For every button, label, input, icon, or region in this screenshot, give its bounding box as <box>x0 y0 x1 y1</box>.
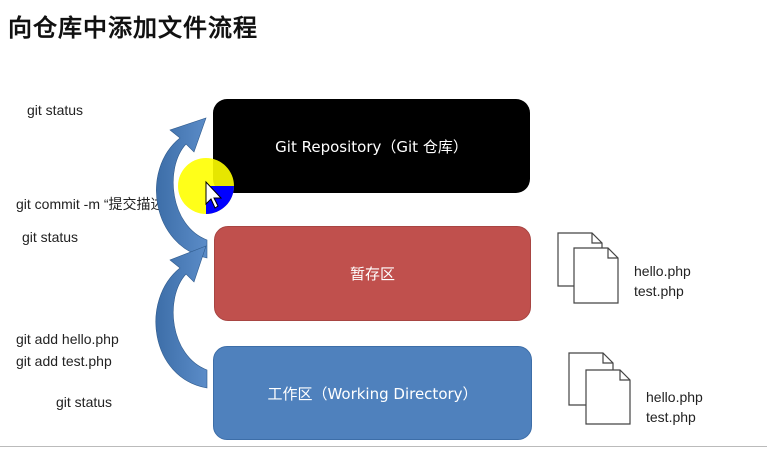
commit-arrow <box>156 117 208 259</box>
page-title: 向仓库中添加文件流程 <box>8 14 258 42</box>
staging-area-box: 暂存区 <box>214 226 531 321</box>
git-add-hello-label: git add hello.php <box>16 331 119 347</box>
working-directory-label: 工作区（Working Directory） <box>267 384 478 403</box>
staged-files-list: hello.php test.php <box>634 261 691 301</box>
git-status-mid-label: git status <box>22 229 79 245</box>
working-files-list: hello.php test.php <box>646 387 703 427</box>
bottom-divider <box>0 446 767 447</box>
mouse-pointer-icon <box>205 180 223 209</box>
staging-area-label: 暂存区 <box>349 265 395 283</box>
git-status-top-label: git status <box>27 102 84 118</box>
add-arrow <box>155 245 208 389</box>
working-directory-box: 工作区（Working Directory） <box>213 346 532 440</box>
git-commit-label: git commit -m “提交描述” <box>16 196 170 212</box>
working-file-name: hello.php <box>646 389 703 405</box>
git-repository-label: Git Repository（Git 仓库） <box>275 137 468 156</box>
git-add-test-label: git add test.php <box>16 353 112 369</box>
staged-file-name: test.php <box>634 283 684 299</box>
working-files-icon <box>568 352 631 425</box>
staged-file-name: hello.php <box>634 263 691 279</box>
staged-files-icon <box>557 232 619 304</box>
git-status-bottom-label: git status <box>56 394 113 410</box>
working-file-name: test.php <box>646 409 696 425</box>
git-repository-box: Git Repository（Git 仓库） <box>213 99 530 193</box>
